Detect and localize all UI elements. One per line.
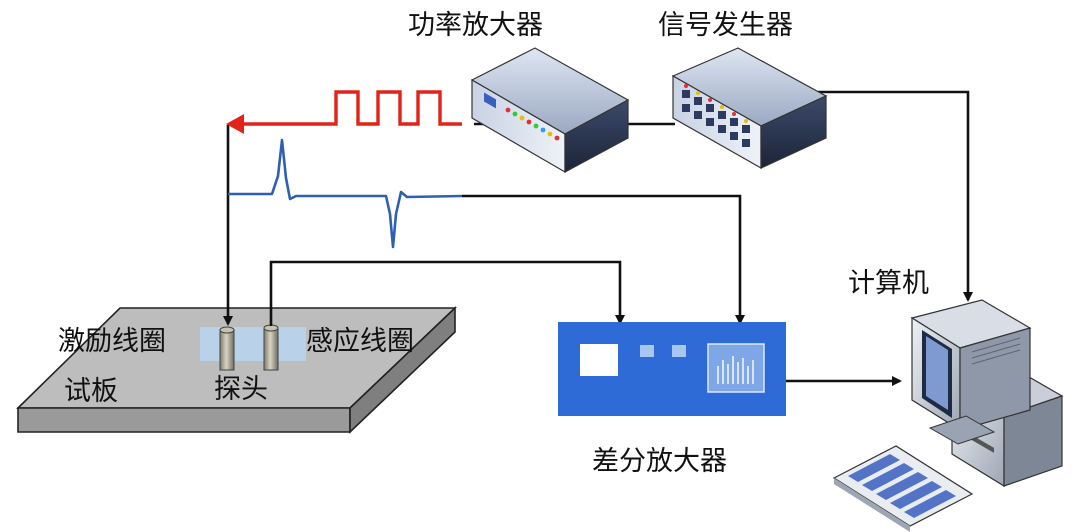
generator-to-computer-wire [818, 90, 973, 302]
label-excitation-coil: 激励线圈 [58, 326, 166, 357]
signal-generator-leds [684, 84, 748, 123]
diff-amp-display-bars [717, 356, 754, 384]
signal-generator-ports [682, 90, 750, 147]
probe [200, 324, 306, 371]
label-differential-amplifier: 差分放大器 [592, 446, 727, 477]
label-sensing-coil: 感应线圈 [306, 326, 414, 357]
label-probe: 探头 [214, 374, 268, 405]
wiring [223, 90, 973, 386]
keyboard [832, 445, 974, 532]
label-power-amplifier: 功率放大器 [408, 10, 543, 41]
excitation-signal [226, 90, 462, 134]
label-computer: 计算机 [848, 268, 929, 299]
label-test-plate: 试板 [64, 376, 118, 407]
response-signal [228, 138, 463, 249]
response-to-diff-amp-wire [462, 194, 745, 325]
computer-device [832, 299, 1064, 532]
signal-generator-device [671, 47, 828, 170]
power-amp-leds [505, 107, 560, 141]
power-amplifier-device [470, 47, 630, 174]
label-signal-generator: 信号发生器 [658, 10, 793, 41]
sensing-coil-wire [269, 260, 625, 326]
differential-amplifier-device [558, 322, 786, 416]
